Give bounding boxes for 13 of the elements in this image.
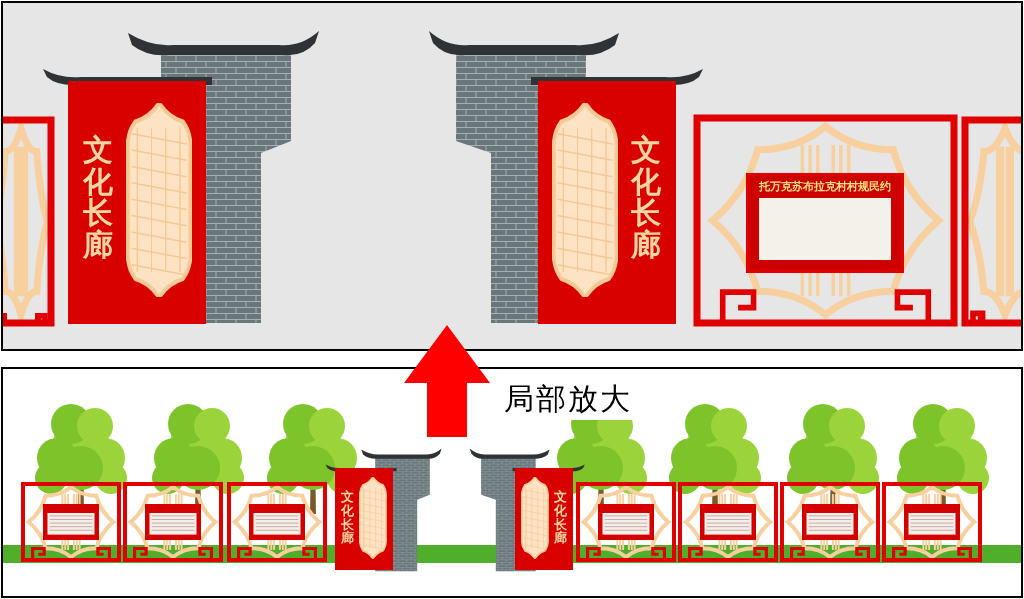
panel [1, 1, 1023, 351]
sign-board [515, 468, 573, 570]
sign-title: 文化长廊 [553, 490, 568, 545]
notice-board [746, 173, 904, 273]
sign-board [538, 81, 676, 324]
sign-board [335, 468, 393, 570]
board-title: 托万克苏布拉克村村规民约 [758, 179, 892, 194]
sign-board [68, 81, 206, 324]
block-arrow [404, 325, 490, 437]
sign-title: 文化长廊 [81, 134, 114, 261]
panel [1, 367, 1023, 598]
sign-title: 文化长廊 [630, 134, 663, 261]
sign-title: 文化长廊 [340, 490, 355, 545]
